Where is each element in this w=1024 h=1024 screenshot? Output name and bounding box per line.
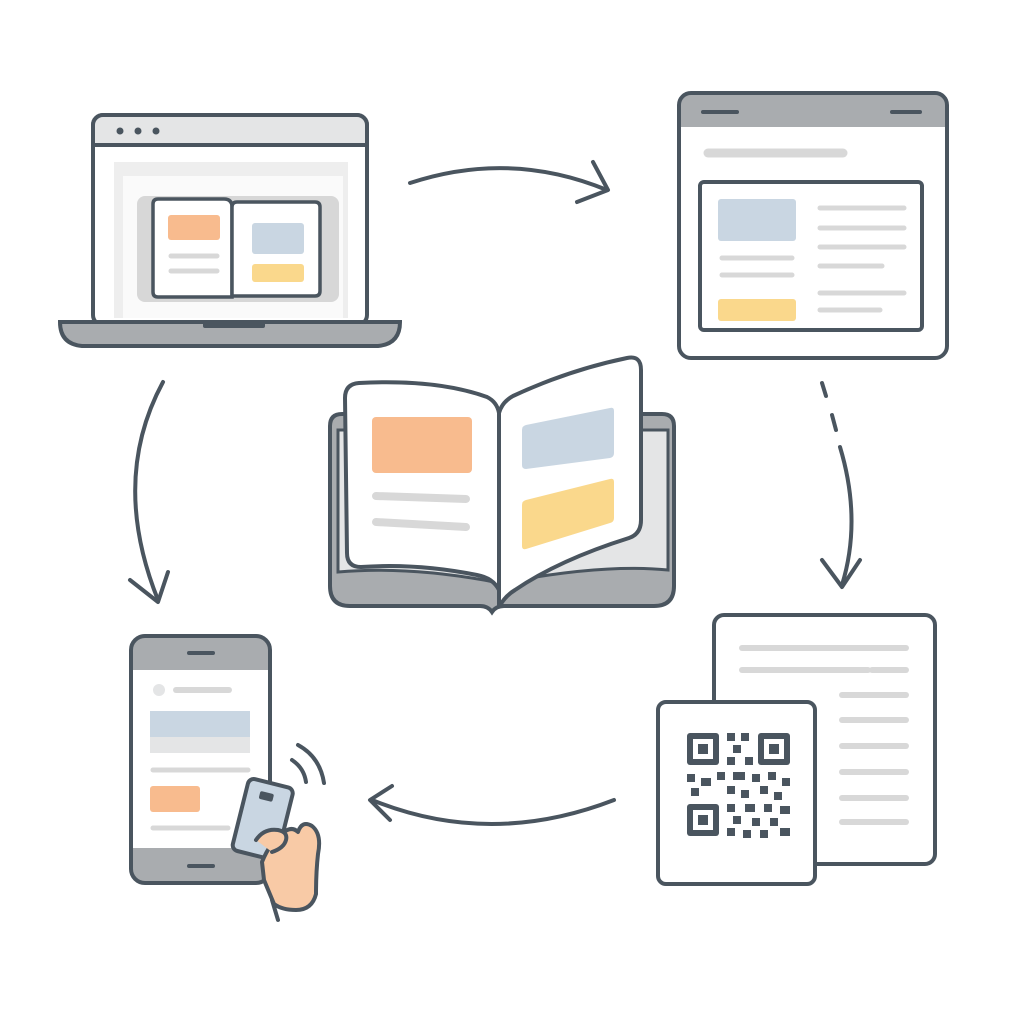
- arrow-laptop-to-browser: [408, 160, 610, 204]
- flow-arrows: [128, 160, 862, 826]
- contactless-waves-icon: [290, 743, 326, 785]
- arrow-browser-to-documents: [820, 381, 862, 589]
- arrow-documents-to-phone: [368, 784, 616, 826]
- arrow-laptop-to-phone: [128, 380, 170, 604]
- qr-code: [687, 733, 790, 838]
- laptop-icon: [57, 113, 403, 348]
- laptop-screen-book: [151, 197, 322, 299]
- smartphone-icon: [129, 634, 272, 885]
- open-book-icon: [328, 355, 676, 616]
- browser-window-icon: [677, 91, 949, 360]
- hand-holding-card-icon: [230, 777, 322, 922]
- documents-qr-icon: [656, 613, 937, 886]
